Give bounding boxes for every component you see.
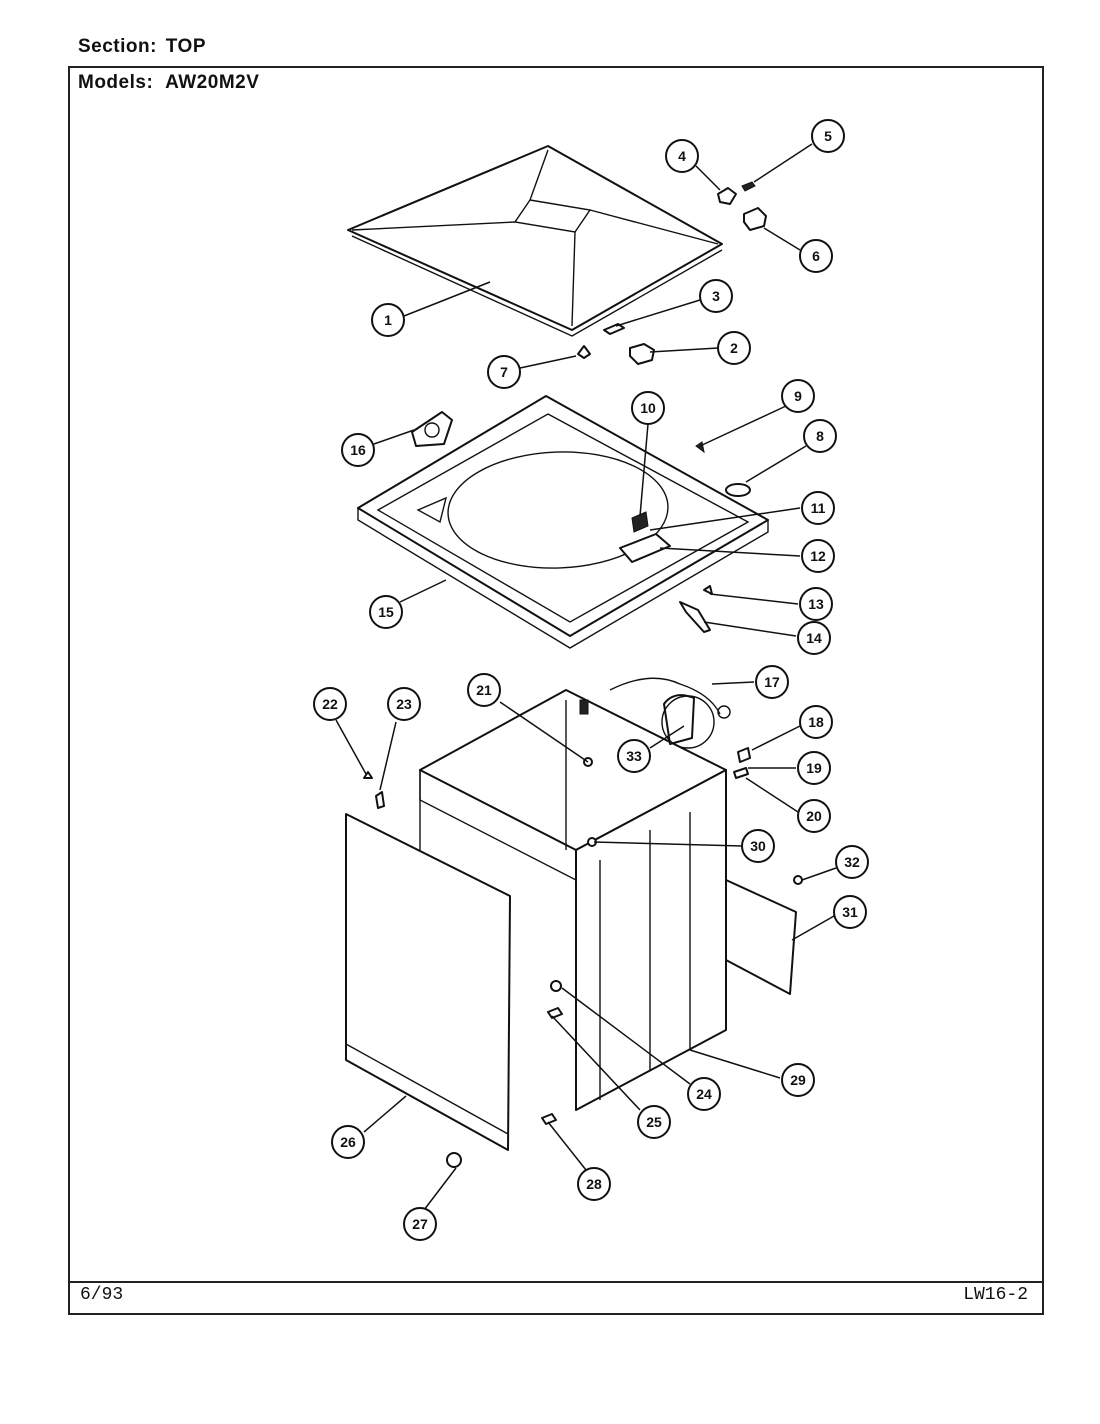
callout-32: 32 [835,845,869,879]
svg-text:4: 4 [678,148,686,164]
callout-31: 31 [833,895,867,929]
callout-6: 6 [799,239,833,273]
svg-text:28: 28 [586,1176,602,1192]
callout-23: 23 [387,687,421,721]
svg-text:17: 17 [764,674,780,690]
models-value: AW20M2V [165,72,260,93]
svg-text:25: 25 [646,1114,662,1130]
callout-2: 2 [717,331,751,365]
callout-29: 29 [781,1063,815,1097]
callout-11: 11 [801,491,835,525]
svg-text:27: 27 [412,1216,428,1232]
top-cover-part [357,395,769,649]
svg-text:32: 32 [844,854,860,870]
section-label: Section: [78,36,157,57]
svg-text:14: 14 [806,630,822,646]
callout-1: 1 [371,303,405,337]
svg-text:6: 6 [812,248,820,264]
callout-8: 8 [803,419,837,453]
callout-20: 20 [797,799,831,833]
svg-text:1: 1 [384,312,392,328]
callout-21: 21 [467,673,501,707]
callout-7: 7 [487,355,521,389]
footer-divider [68,1281,1044,1283]
svg-text:31: 31 [842,904,858,920]
svg-text:10: 10 [640,400,656,416]
svg-text:7: 7 [500,364,508,380]
callout-27: 27 [403,1207,437,1241]
callout-24: 24 [687,1077,721,1111]
front-panel-part [345,771,511,1151]
svg-text:15: 15 [378,604,394,620]
callout-22: 22 [313,687,347,721]
svg-text:33: 33 [626,748,642,764]
models-header: Models: AW20M2V [78,72,259,94]
callout-9: 9 [781,379,815,413]
svg-text:2: 2 [730,340,738,356]
lid-part [347,145,723,337]
svg-text:3: 3 [712,288,720,304]
svg-text:13: 13 [808,596,824,612]
callouts: 1 2 3 4 5 6 7 8 9 10 11 12 13 14 15 16 1… [313,119,869,1241]
callout-33: 33 [617,739,651,773]
svg-text:5: 5 [824,128,832,144]
callout-3: 3 [699,279,733,313]
callout-16: 16 [341,433,375,467]
svg-text:11: 11 [811,500,826,516]
svg-text:20: 20 [806,808,822,824]
callout-4: 4 [665,139,699,173]
callout-25: 25 [637,1105,671,1139]
callout-14: 14 [797,621,831,655]
svg-text:21: 21 [476,682,492,698]
callout-30: 30 [741,829,775,863]
svg-text:9: 9 [794,388,802,404]
callout-28: 28 [577,1167,611,1201]
cabinet-part [419,677,731,1111]
footer-date: 6/93 [80,1285,124,1305]
callout-17: 17 [755,665,789,699]
callout-10: 10 [631,391,665,425]
callout-26: 26 [331,1125,365,1159]
cabinet-hardware [446,747,803,1168]
callout-19: 19 [797,751,831,785]
callout-15: 15 [369,595,403,629]
models-label: Models: [78,72,154,93]
diagram-frame [68,66,1044,1315]
callout-13: 13 [799,587,833,621]
svg-text:26: 26 [340,1134,356,1150]
svg-text:16: 16 [350,442,366,458]
svg-text:23: 23 [396,696,412,712]
svg-text:29: 29 [790,1072,806,1088]
svg-text:30: 30 [750,838,766,854]
callout-18: 18 [799,705,833,739]
svg-text:8: 8 [816,428,824,444]
section-header: Section: TOP [78,36,206,58]
rear-panel-part [725,879,797,995]
section-value: TOP [165,36,206,57]
footer-page-code: LW16-2 [963,1285,1028,1305]
svg-text:22: 22 [322,696,338,712]
callout-leaders [335,143,837,1211]
dispenser-part [411,411,453,447]
dispenser-cap [424,422,440,438]
svg-text:19: 19 [806,760,822,776]
small-hardware-parts [577,181,767,365]
callout-5: 5 [811,119,845,153]
callout-12: 12 [801,539,835,573]
svg-text:12: 12 [810,548,826,564]
svg-text:18: 18 [808,714,824,730]
svg-text:24: 24 [696,1086,712,1102]
